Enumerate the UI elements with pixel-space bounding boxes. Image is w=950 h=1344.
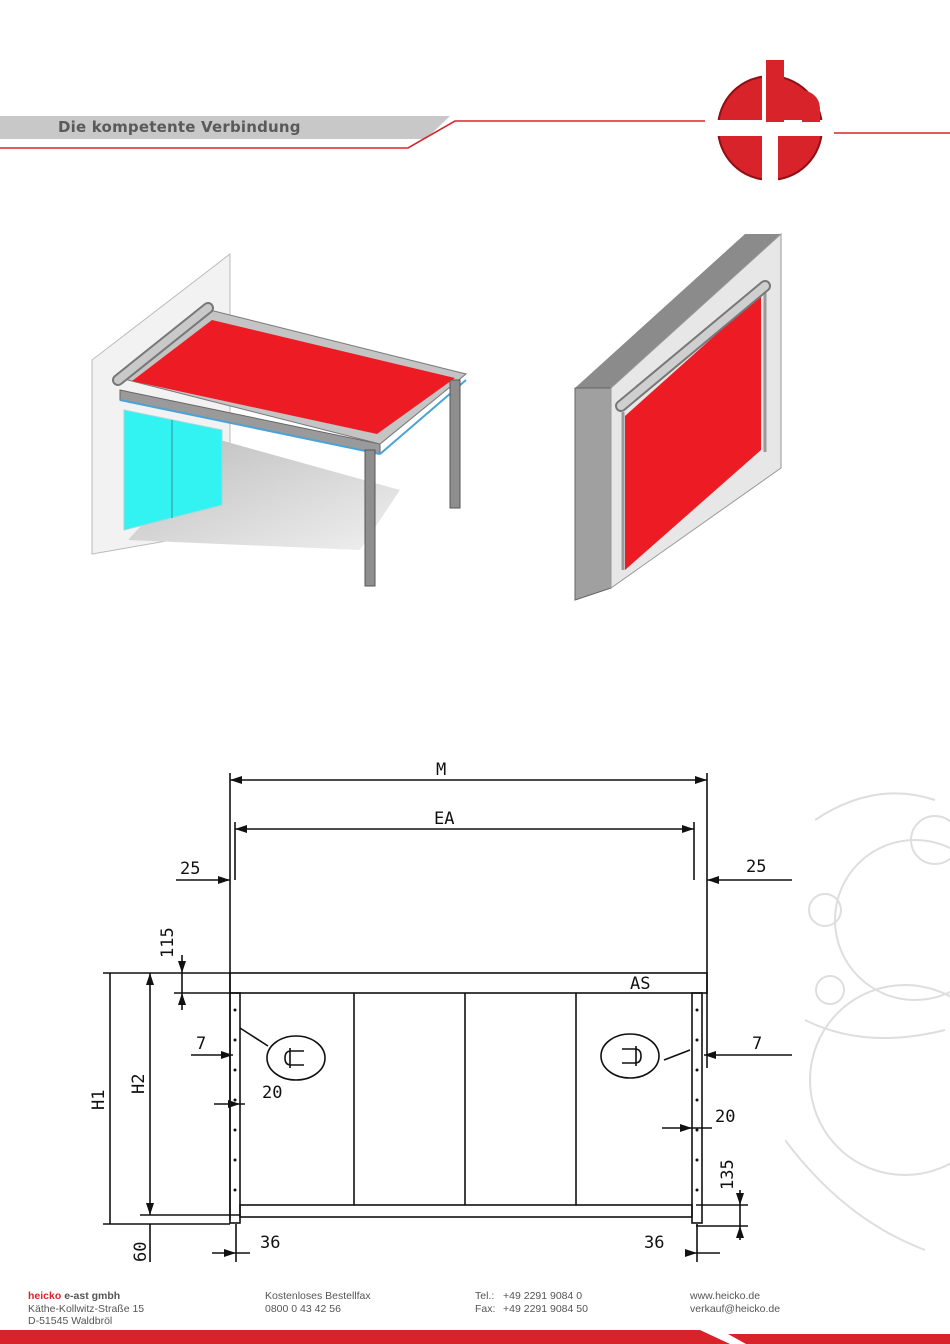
footer-website-link[interactable]: www.heicko.de bbox=[690, 1290, 780, 1303]
dim-135-label: 135 bbox=[718, 1159, 738, 1190]
technical-drawing: M EA AS 25 25 7 7 20 20 36 36 115 H1 H2 … bbox=[0, 740, 950, 1280]
dim-7-left-label: 7 bbox=[196, 1034, 206, 1054]
vertical-screen-illustration bbox=[565, 228, 815, 608]
footer-fax-label: Fax: bbox=[475, 1303, 503, 1316]
footer-fax-free-label: Kostenloses Bestellfax bbox=[265, 1290, 371, 1303]
header-band bbox=[0, 0, 950, 200]
dim-25-left-label: 25 bbox=[180, 859, 200, 879]
dim-115-label: 115 bbox=[158, 927, 178, 958]
footer-fax-free: Kostenloses Bestellfax 0800 0 43 42 56 bbox=[265, 1290, 371, 1315]
dim-36-left-label: 36 bbox=[260, 1233, 280, 1253]
dim-60-label: 60 bbox=[131, 1242, 151, 1262]
footer-street: Käthe-Kollwitz-Straße 15 bbox=[28, 1303, 144, 1316]
dim-25-right-label: 25 bbox=[746, 857, 766, 877]
dim-20-right-label: 20 bbox=[715, 1107, 735, 1127]
footer-red-stripe bbox=[0, 1322, 950, 1344]
footer-fax-free-number: 0800 0 43 42 56 bbox=[265, 1303, 371, 1316]
footer-web: www.heicko.de verkauf@heicko.de bbox=[690, 1290, 780, 1315]
dim-h2-label: H2 bbox=[129, 1074, 149, 1094]
footer-brand: heicko bbox=[28, 1290, 61, 1302]
tagline: Die kompetente Verbindung bbox=[58, 118, 301, 136]
dim-20-left-label: 20 bbox=[262, 1083, 282, 1103]
footer-phone: Tel.:+49 2291 9084 0 Fax:+49 2291 9084 5… bbox=[475, 1290, 588, 1315]
dim-ea-label: EA bbox=[434, 809, 454, 829]
footer-email-link[interactable]: verkauf@heicko.de bbox=[690, 1303, 780, 1316]
logo-icon bbox=[716, 60, 824, 182]
dim-h1-label: H1 bbox=[89, 1090, 109, 1110]
footer-tel-label: Tel.: bbox=[475, 1290, 503, 1303]
footer: heicko e-ast gmbh Käthe-Kollwitz-Straße … bbox=[0, 1286, 950, 1344]
dim-7-right-label: 7 bbox=[752, 1034, 762, 1054]
dim-m-label: M bbox=[436, 760, 446, 780]
pergola-awning-illustration bbox=[80, 240, 500, 600]
footer-tel: +49 2291 9084 0 bbox=[503, 1290, 582, 1302]
dim-36-right-label: 36 bbox=[644, 1233, 664, 1253]
dim-as-label: AS bbox=[630, 974, 650, 994]
footer-fax: +49 2291 9084 50 bbox=[503, 1303, 588, 1315]
footer-company-rest: e-ast gmbh bbox=[64, 1290, 120, 1302]
